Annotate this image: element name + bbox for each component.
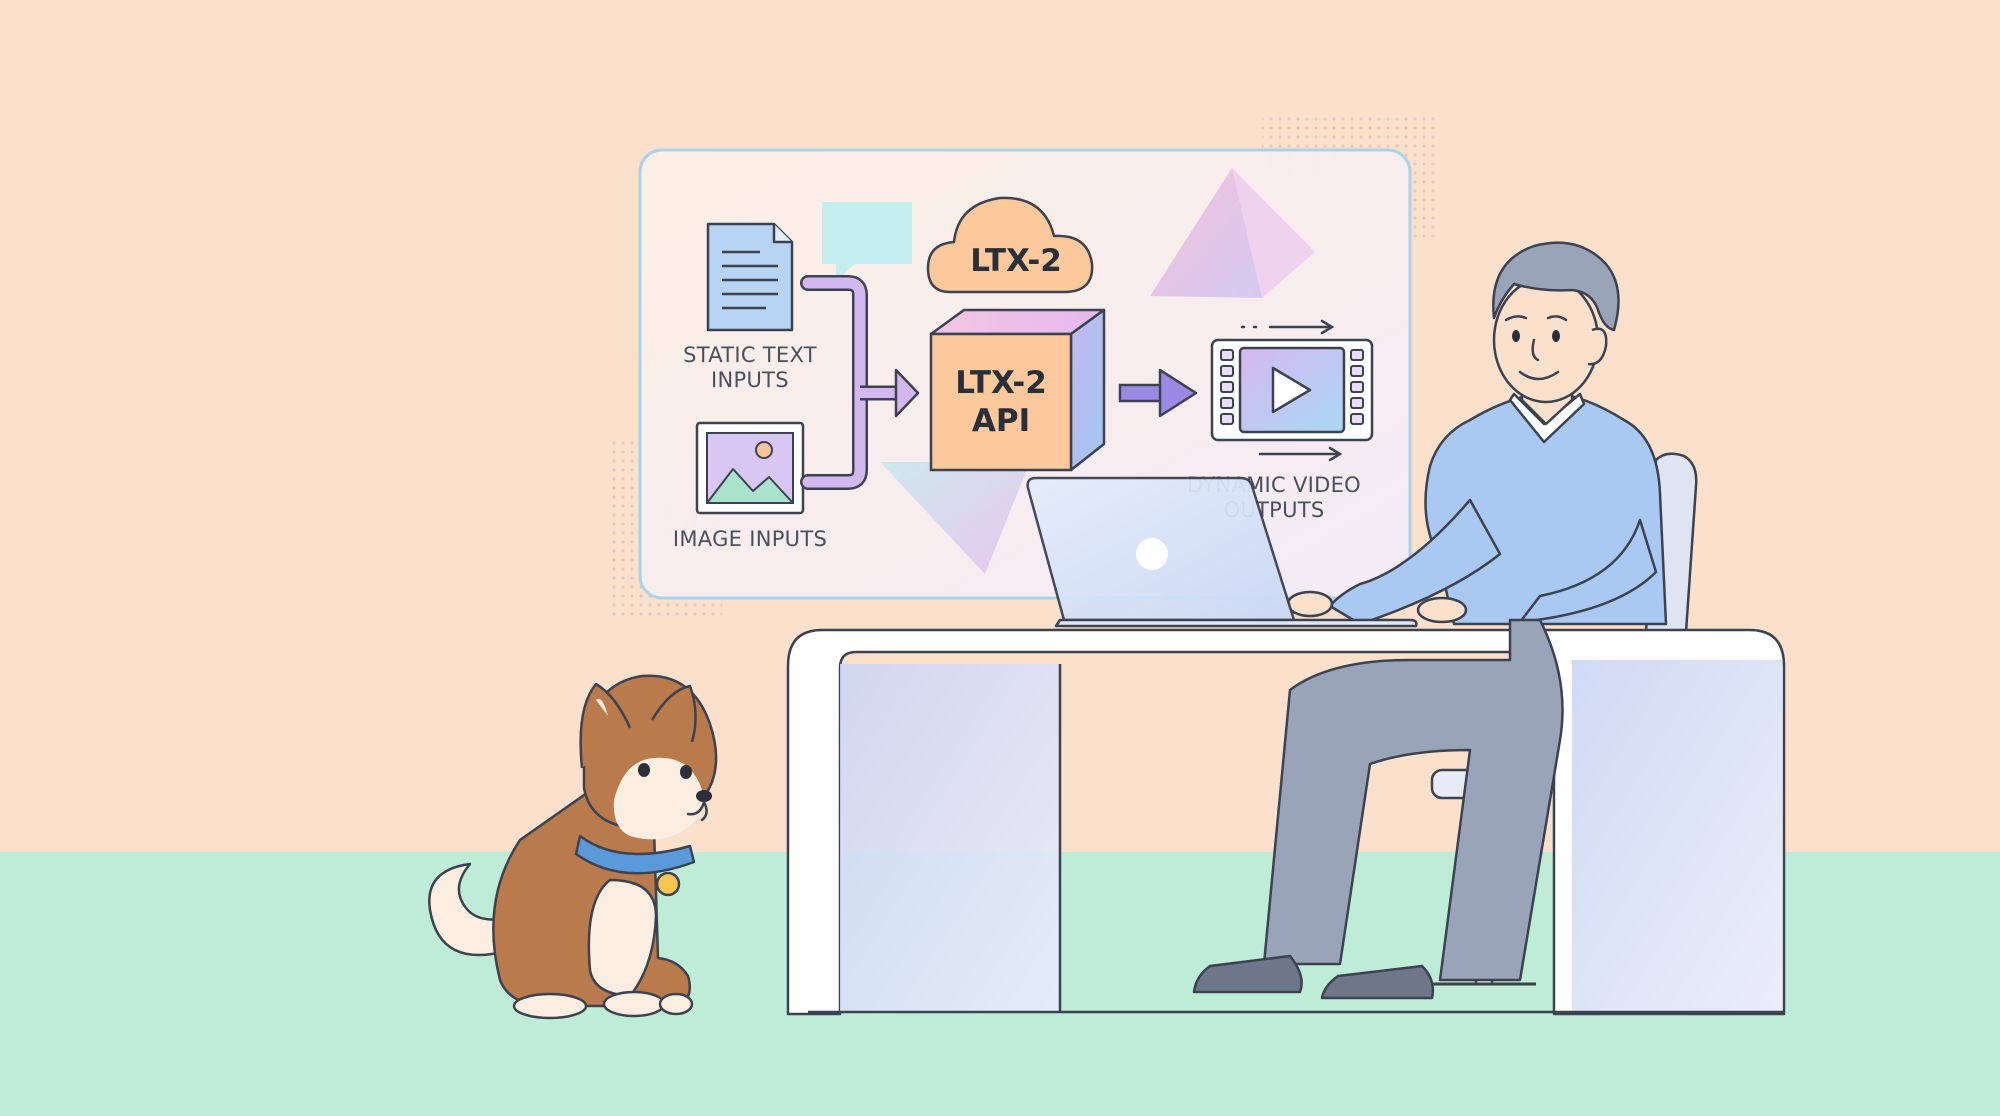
shirt-collar <box>1508 392 1586 444</box>
api-label-line2: API <box>972 403 1030 439</box>
play-icon <box>1271 366 1312 414</box>
dog <box>428 674 718 1020</box>
output-arrow <box>1118 368 1198 418</box>
api-label-line1: LTX-2 <box>955 365 1047 401</box>
desk <box>786 628 1786 1016</box>
api-cube <box>929 308 1106 472</box>
text-input-label-line1: STATIC TEXT <box>683 343 817 367</box>
image-icon <box>695 421 805 515</box>
document-icon <box>706 222 794 332</box>
head <box>1492 276 1600 404</box>
prism-decoration-top-face <box>1232 168 1315 298</box>
motion-lines <box>1240 319 1343 462</box>
hair <box>1492 241 1620 332</box>
dog-collar <box>574 834 696 875</box>
image-input-label: IMAGE INPUTS <box>673 527 827 551</box>
laptop <box>1026 476 1418 628</box>
prism-decoration-bottom <box>880 462 1030 574</box>
cloud-label: LTX-2 <box>970 243 1062 279</box>
dog-bell <box>655 871 681 897</box>
text-input-label-line2: INPUTS <box>711 368 789 392</box>
video-icon <box>1210 338 1374 442</box>
pants <box>1192 618 1564 1000</box>
person <box>1286 241 1668 626</box>
diagram-panel: STATIC TEXT INPUTS IMAGE INPUTS LTX-2 <box>638 148 1412 600</box>
cloud-icon <box>926 196 1094 294</box>
input-merge-connector <box>800 275 920 490</box>
laptop-logo <box>1136 538 1168 570</box>
prism-decoration-top <box>1150 168 1262 298</box>
speech-bubble-decoration <box>822 202 912 282</box>
